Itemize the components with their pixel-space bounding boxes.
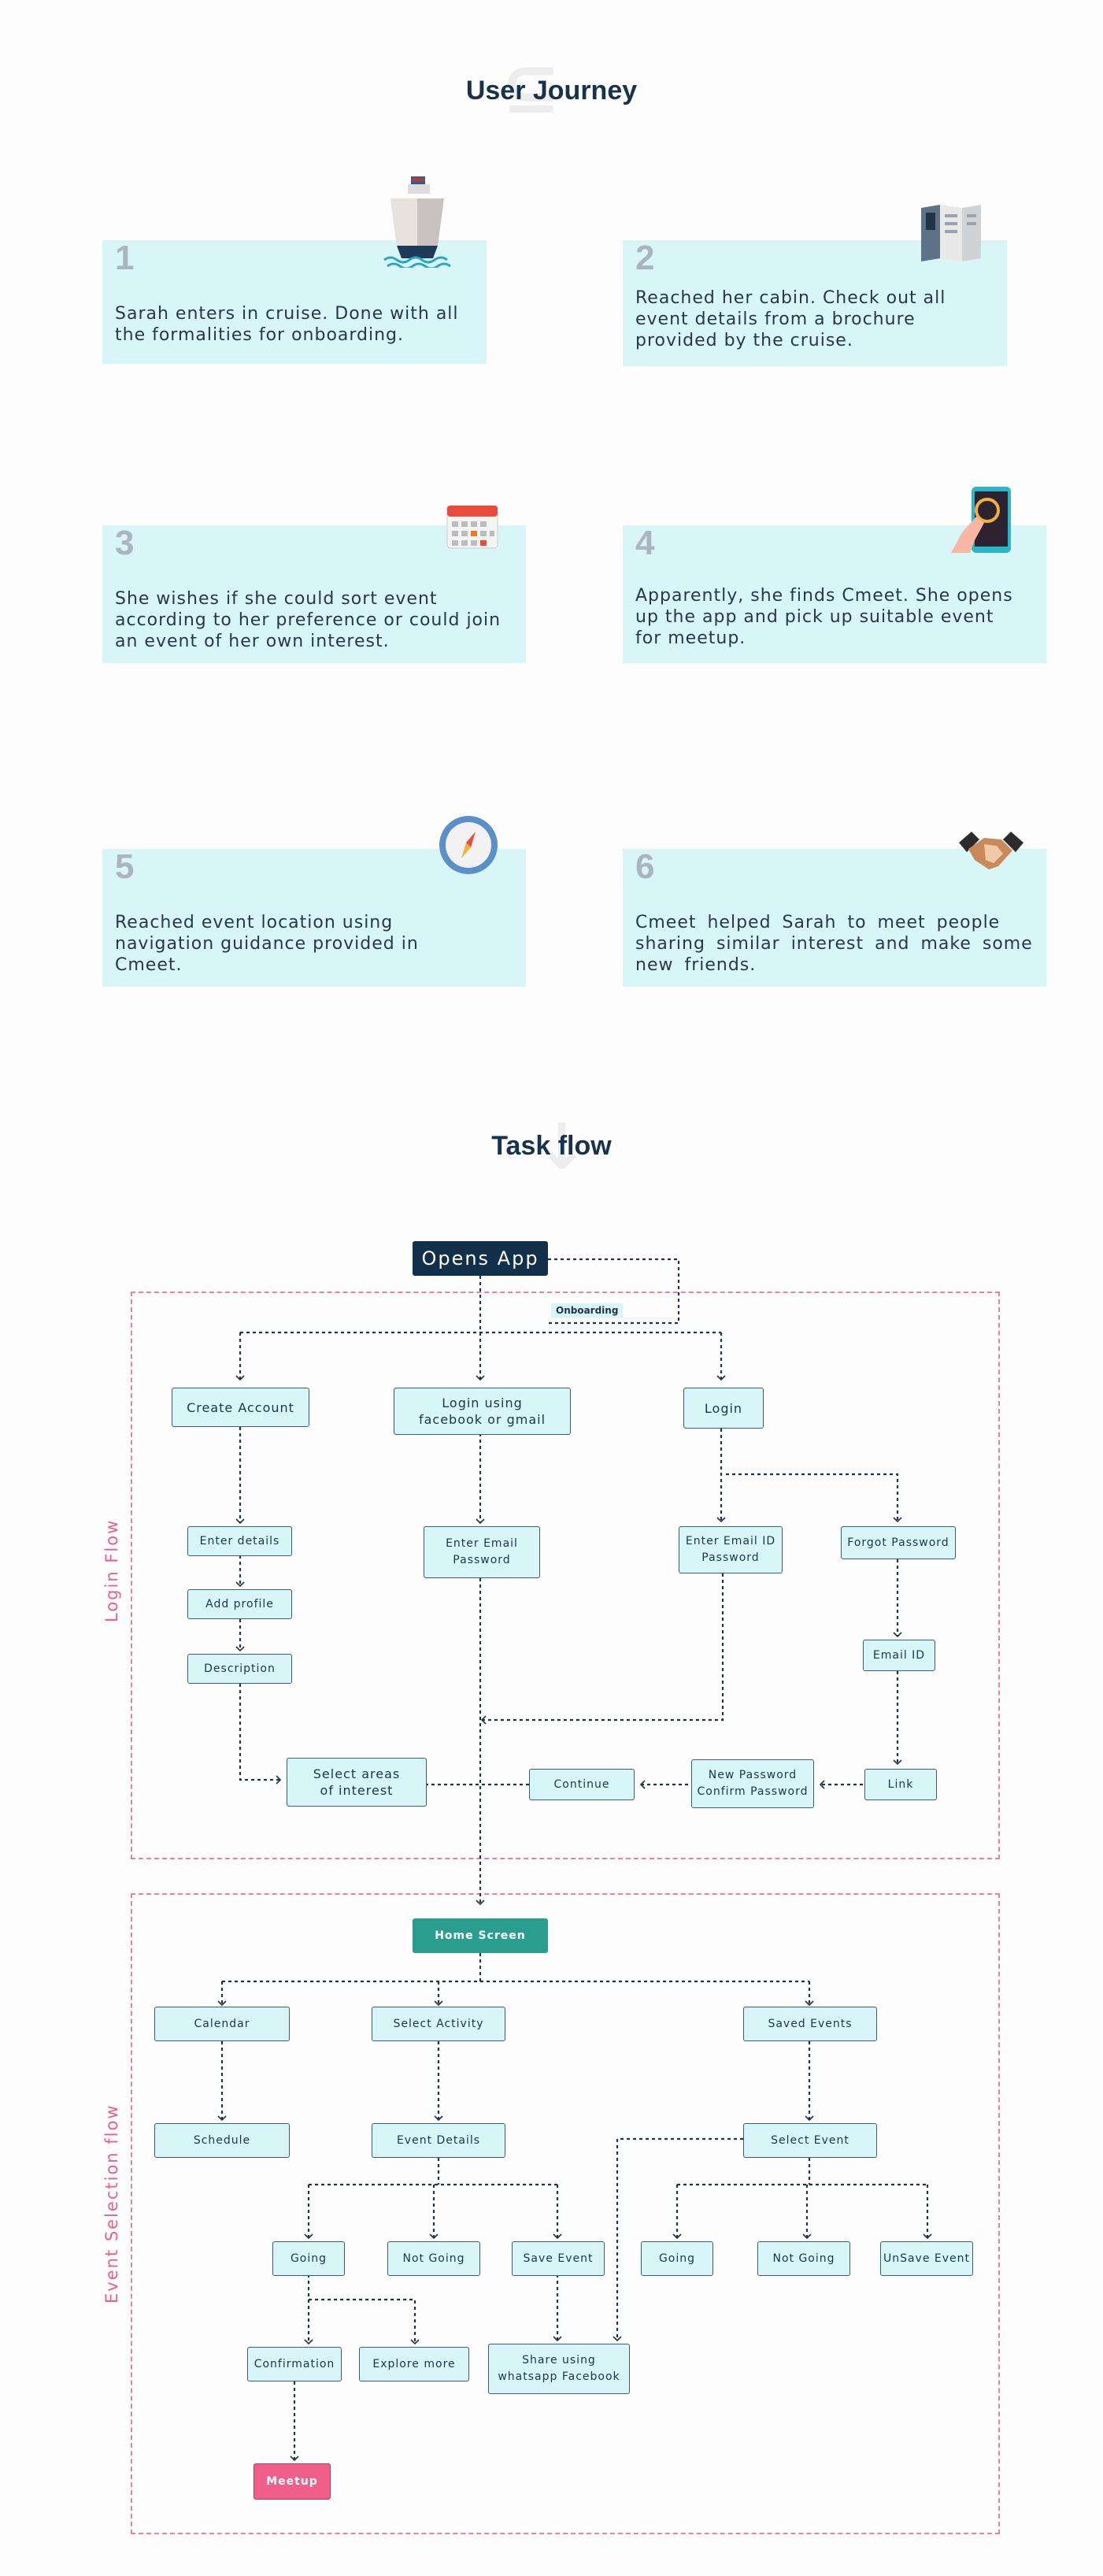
connector-to-forgot	[726, 1473, 902, 1523]
user-journey-title: User Journey	[465, 76, 638, 106]
unsave-event-node[interactable]: UnSave Event	[880, 2241, 973, 2276]
connector-to-explore	[309, 2298, 420, 2345]
connector-to-select-areas	[239, 1684, 282, 1785]
enter-email-id-password-node[interactable]: Enter Email ID Password	[679, 1526, 783, 1573]
add-profile-node[interactable]: Add profile	[187, 1589, 292, 1619]
step-number: 4	[635, 524, 655, 562]
calendar-node[interactable]: Calendar	[154, 2007, 290, 2041]
step-text: Apparently, she finds Cmeet. She opens u…	[635, 586, 1013, 648]
login-node[interactable]: Login	[683, 1388, 764, 1429]
not-going-node-saved[interactable]: Not Going	[757, 2241, 850, 2276]
step-number: 6	[635, 847, 655, 886]
brochure-icon	[918, 203, 984, 266]
enter-email-password-node[interactable]: Enter Email Password	[424, 1526, 540, 1578]
select-areas-node[interactable]: Select areas of interest	[287, 1758, 427, 1807]
save-event-node[interactable]: Save Event	[512, 2241, 605, 2276]
explore-more-node[interactable]: Explore more	[359, 2347, 469, 2381]
step-text: Cmeet helped Sarah to meet people sharin…	[635, 913, 1033, 975]
schedule-node[interactable]: Schedule	[154, 2123, 290, 2158]
description-node[interactable]: Description	[187, 1654, 292, 1684]
continue-node[interactable]: Continue	[529, 1769, 635, 1800]
new-password-node[interactable]: New Password Confirm Password	[691, 1759, 814, 1808]
select-event-node[interactable]: Select Event	[743, 2123, 877, 2158]
journey-card-1: 1 Sarah enters in cruise. Done with all …	[102, 239, 487, 364]
onboarding-tag: Onboarding	[551, 1303, 624, 1318]
select-activity-node[interactable]: Select Activity	[372, 2007, 505, 2041]
handshake-icon	[957, 828, 1025, 879]
link-node[interactable]: Link	[864, 1769, 937, 1800]
meetup-node[interactable]: Meetup	[254, 2463, 331, 2500]
not-going-node[interactable]: Not Going	[387, 2241, 480, 2276]
home-screen-node[interactable]: Home Screen	[413, 1918, 548, 1953]
task-flow-title: Task flow	[491, 1131, 612, 1161]
step-number: 3	[115, 524, 135, 562]
cruise-ship-icon	[383, 173, 458, 271]
forgot-password-node[interactable]: Forgot Password	[841, 1526, 956, 1559]
connector-login-merge	[480, 1573, 724, 1725]
phone-tap-icon	[948, 485, 1014, 558]
step-text: Sarah enters in cruise. Done with all th…	[115, 304, 459, 345]
step-text: Reached her cabin. Check out all event d…	[635, 288, 946, 350]
social-login-node[interactable]: Login using facebook or gmail	[394, 1388, 571, 1435]
login-flow-region	[131, 1292, 1000, 1859]
title-watermark: ⊆	[501, 47, 561, 130]
step-number: 2	[635, 239, 655, 277]
step-text: Reached event location using navigation …	[115, 913, 419, 975]
journey-card-5: 5 Reached event location using navigatio…	[102, 847, 526, 987]
connector-select-to-share	[613, 2137, 743, 2342]
going-node-saved[interactable]: Going	[641, 2241, 713, 2276]
confirmation-node[interactable]: Confirmation	[247, 2347, 342, 2381]
calendar-icon	[446, 501, 499, 553]
compass-icon	[438, 814, 499, 879]
journey-card-2: 2 Reached her cabin. Check out all event…	[623, 239, 1007, 366]
event-flow-region	[131, 1893, 1000, 2534]
share-node[interactable]: Share using whatsapp Facebook	[488, 2344, 630, 2394]
title-watermark: ↓	[535, 1110, 589, 1184]
enter-details-node[interactable]: Enter details	[187, 1526, 292, 1556]
email-id-node[interactable]: Email ID	[863, 1640, 935, 1671]
journey-card-6: 6 Cmeet helped Sarah to meet people shar…	[623, 847, 1046, 987]
step-number: 5	[115, 847, 135, 886]
connector-onboarding	[548, 1258, 680, 1325]
saved-events-node[interactable]: Saved Events	[743, 2007, 877, 2041]
going-node[interactable]: Going	[272, 2241, 345, 2276]
event-details-node[interactable]: Event Details	[372, 2123, 505, 2158]
create-account-node[interactable]: Create Account	[172, 1388, 309, 1427]
step-text: She wishes if she could sort event accor…	[115, 589, 502, 651]
step-number: 1	[115, 239, 135, 277]
opens-app-node[interactable]: Opens App	[413, 1241, 548, 1276]
